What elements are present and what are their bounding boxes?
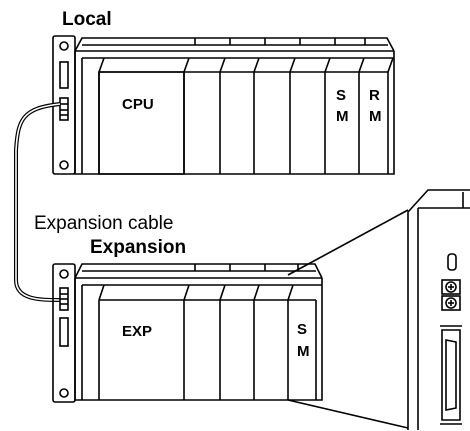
expansion-slot-4-label-2: M	[297, 343, 310, 360]
local-base: Local	[52, 9, 395, 175]
zoom-callout	[287, 189, 470, 430]
local-slot-5-label-2: M	[336, 108, 349, 125]
expansion-slot-0-label: EXP	[122, 323, 152, 340]
local-slot-5-label-1: S	[336, 87, 346, 104]
local-slot-6-label-1: R	[369, 87, 380, 104]
local-slot-6-label-2: M	[369, 108, 382, 125]
local-port-connector	[59, 97, 69, 121]
zoom-port-connector	[441, 329, 461, 421]
local-port-upper	[59, 61, 69, 89]
zoom-screw-bottom	[441, 295, 461, 311]
local-top-edge	[74, 37, 395, 52]
local-chassis	[74, 51, 395, 175]
zoom-indicator	[447, 253, 457, 271]
local-title: Local	[62, 9, 112, 30]
local-slot-0-label: CPU	[122, 96, 154, 113]
expansion-slot-4-label-1: S	[297, 321, 307, 338]
zoom-guide-bottom	[287, 399, 409, 429]
zoom-guide-top	[287, 209, 409, 276]
local-mount-hole-bottom	[59, 160, 69, 170]
expansion-cable	[14, 102, 61, 302]
local-slot-modules	[82, 38, 394, 175]
expansion-title: Expansion	[90, 237, 186, 258]
expansion-slot-modules	[82, 264, 317, 400]
zoom-screw-top	[441, 279, 461, 295]
local-mount-hole-top	[59, 41, 69, 51]
expansion-chassis	[74, 278, 323, 401]
zoom-panel-outline	[407, 189, 470, 430]
cable-caption: Expansion cable	[34, 213, 173, 234]
expansion-base: Expansion	[52, 237, 323, 403]
expansion-mount-bracket	[52, 263, 76, 403]
